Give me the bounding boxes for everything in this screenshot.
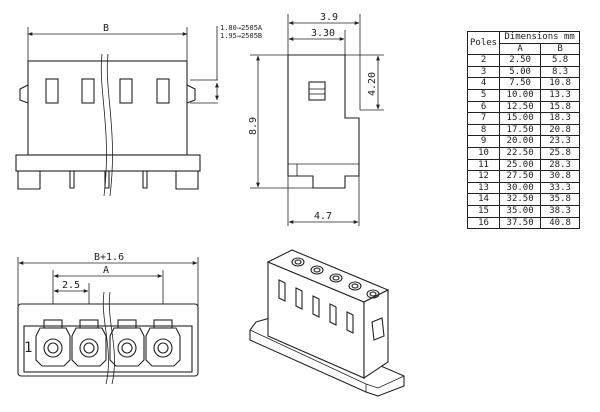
b-value-cell: 25.8 [540,146,581,160]
window-1 [45,78,59,104]
poles-cell: 11 [466,158,501,172]
dim-b-label: B [103,23,109,34]
b-value-cell: 38.3 [540,204,581,218]
front-view: B 1.80→2505A 1.95→2505B [15,23,263,197]
note-2505a: 1.80→2505A [220,24,263,32]
front-flange [15,154,201,172]
a-value-cell: 2.50 [499,54,542,67]
poles-cell: 16 [466,216,501,230]
b-value-cell: 18.3 [540,112,581,125]
poles-cell: 6 [466,100,501,114]
pole-one-label: 1 [24,340,32,356]
b-value-cell: 33.3 [540,181,581,195]
poles-cell: 12 [466,170,501,183]
terminal-4 [145,319,181,367]
b-value-cell: 40.8 [540,216,581,230]
b-value-cell: 28.3 [540,158,581,172]
side-body [287,54,360,189]
isometric-view [249,249,405,397]
column-a-header: A [499,42,542,56]
b-value-cell: 15.8 [540,100,581,114]
a-value-cell: 22.50 [499,146,542,160]
window-3 [119,78,133,104]
dim-4-7: 4.7 [314,211,332,222]
poles-cell: 13 [466,181,501,195]
b-value-cell: 13.3 [540,88,581,102]
iso-front-windows [278,279,354,334]
a-value-cell: 30.00 [499,181,542,195]
a-value-cell: 10.00 [499,88,542,102]
poles-cell: 4 [466,77,501,90]
b-value-cell: 35.8 [540,193,581,206]
b-value-cell: 10.8 [540,77,581,90]
column-b-header: B [540,42,581,56]
dimensions-header: Dimensions mm [499,31,581,44]
dim-3-30: 3.30 [311,28,335,39]
window-2 [81,78,95,104]
window-4 [156,78,170,104]
side-view: 3.9 3.30 4.20 8.9 4.7 [248,12,384,226]
note-2505b: 1.95→2505B [220,32,262,40]
bottom-view: B+1.6 A 2.5 [17,252,199,385]
a-value-cell: 32.50 [499,193,542,206]
b-value-cell: 20.8 [540,123,581,137]
b-value-cell: 5.8 [540,54,581,67]
bottom-body [17,303,199,377]
a-value-cell: 7.50 [499,77,542,90]
iso-top-holes [291,257,380,299]
a-value-cell: 12.50 [499,100,542,114]
a-value-cell: 15.00 [499,112,542,125]
dim-a: A [103,265,109,276]
poles-cell: 10 [466,146,501,160]
b-value-cell: 30.8 [540,170,581,183]
dim-2-5: 2.5 [62,280,80,291]
poles-header: Poles [466,30,501,56]
terminal-2 [71,319,107,367]
poles-cell: 8 [466,123,501,137]
side-latch [308,81,326,101]
poles-cell: 5 [466,88,501,102]
poles-cell: 15 [466,204,501,218]
b-value-cell: 23.3 [540,135,581,148]
poles-cell: 2 [466,54,501,67]
dim-3-9: 3.9 [320,12,338,23]
a-value-cell: 17.50 [499,123,542,137]
poles-cell: 7 [466,112,501,125]
a-value-cell: 25.00 [499,158,542,172]
a-value-cell: 5.00 [499,65,542,79]
dim-8-9: 8.9 [248,117,259,135]
b-value-cell: 8.3 [540,65,581,79]
a-value-cell: 27.50 [499,170,542,183]
dim-4-20: 4.20 [367,72,378,96]
poles-cell: 9 [466,135,501,148]
terminal-1 [35,319,71,367]
a-value-cell: 37.50 [499,216,542,230]
a-value-cell: 20.00 [499,135,542,148]
a-value-cell: 35.00 [499,204,542,218]
iso-side-face [363,289,389,380]
poles-cell: 14 [466,193,501,206]
dim-b-plus-1-6: B+1.6 [94,252,124,263]
terminal-3 [109,319,145,367]
poles-cell: 3 [466,65,501,79]
